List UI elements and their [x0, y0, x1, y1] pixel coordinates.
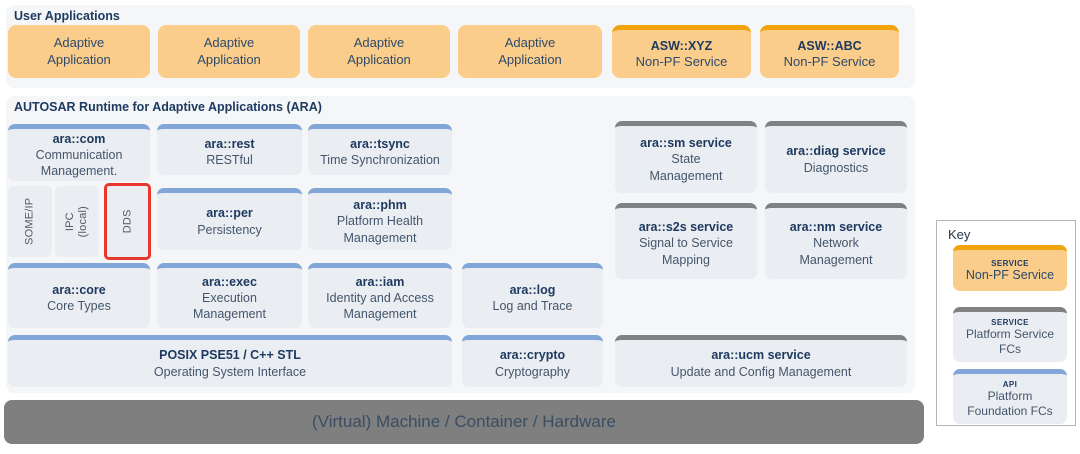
- block-ara-log: ara::log Log and Trace: [462, 263, 603, 328]
- transport-box-someip: SOME/IP: [8, 186, 52, 257]
- block-subtitle: Core Types: [47, 299, 111, 313]
- block-ara-diag-service: ara::diag service Diagnostics: [765, 121, 907, 193]
- block-subtitle: Time Synchronization: [320, 153, 440, 167]
- adaptive-application-label: Adaptive Application: [47, 34, 111, 67]
- adaptive-application-box: Adaptive Application: [308, 25, 450, 78]
- adaptive-application-label: Adaptive Application: [347, 34, 411, 67]
- block-ara-crypto: ara::crypto Cryptography: [462, 335, 603, 387]
- block-ara-com: ara::com Communication Management.: [8, 124, 150, 181]
- block-ara-phm: ara::phm Platform Health Management: [308, 188, 452, 250]
- block-title: ara::iam: [355, 274, 405, 289]
- asw-xyz-non-pf-service-box: ASW::XYZ Non-PF Service: [612, 25, 751, 78]
- asw-service-subtitle: Non-PF Service: [635, 54, 728, 69]
- block-ara-sm-service: ara::sm service State Management: [615, 121, 757, 193]
- block-ara-nm-service: ara::nm service Network Management: [765, 203, 907, 279]
- block-title: ara::tsync: [350, 136, 410, 151]
- block-subtitle: Signal to Service Mapping: [639, 236, 733, 267]
- key-title: Key: [948, 227, 971, 242]
- key-item-label: Platform Foundation FCs: [967, 389, 1053, 418]
- transport-box-ipc-local: IPC (local): [55, 186, 99, 257]
- block-subtitle: Persistency: [197, 222, 262, 237]
- key-item-tag: API: [1002, 380, 1018, 390]
- asw-service-title: ASW::XYZ: [650, 38, 713, 53]
- key-item-tag: SERVICE: [991, 258, 1029, 268]
- block-title: ara::sm service: [640, 136, 732, 151]
- block-title: ara::rest: [204, 136, 255, 151]
- block-subtitle: Platform Health Management: [336, 214, 424, 245]
- adaptive-application-box: Adaptive Application: [8, 25, 150, 78]
- adaptive-application-label: Adaptive Application: [197, 34, 261, 67]
- block-subtitle: Cryptography: [494, 364, 571, 379]
- block-title: ara::core: [52, 282, 106, 297]
- block-posix-os-interface: POSIX PSE51 / C++ STL Operating System I…: [8, 335, 452, 387]
- block-ara-rest: ara::rest RESTful: [157, 124, 302, 175]
- block-subtitle: RESTful: [206, 153, 253, 167]
- transport-label: DDS: [121, 209, 134, 234]
- block-title: ara::phm: [353, 198, 407, 213]
- block-subtitle: Diagnostics: [803, 160, 869, 175]
- transport-label: IPC (local): [64, 205, 89, 238]
- block-title: ara::nm service: [789, 220, 883, 235]
- transport-box-dds-highlighted: DDS: [104, 183, 151, 260]
- key-item-tag: SERVICE: [991, 318, 1029, 328]
- transport-label: SOME/IP: [23, 197, 36, 246]
- block-subtitle: Operating System Interface: [153, 364, 307, 379]
- infrastructure-bar: (Virtual) Machine / Container / Hardware: [4, 400, 924, 444]
- block-title: ara::diag service: [786, 144, 886, 159]
- asw-service-subtitle: Non-PF Service: [783, 54, 876, 69]
- block-title: ara::per: [206, 206, 253, 221]
- block-subtitle: Execution Management: [193, 290, 266, 322]
- adaptive-application-box: Adaptive Application: [158, 25, 300, 78]
- key-item-label: Non-PF Service: [965, 267, 1055, 282]
- key-item-label: Platform Service FCs: [965, 327, 1055, 356]
- block-title: ara::log: [509, 282, 556, 297]
- asw-abc-non-pf-service-box: ASW::ABC Non-PF Service: [760, 25, 899, 78]
- block-ara-iam: ara::iam Identity and Access Management: [308, 263, 452, 328]
- ara-runtime-header: AUTOSAR Runtime for Adaptive Application…: [14, 100, 322, 114]
- block-ara-exec: ara::exec Execution Management: [157, 263, 302, 328]
- block-title: ara::ucm service: [711, 348, 811, 363]
- block-ara-s2s-service: ara::s2s service Signal to Service Mappi…: [615, 203, 757, 279]
- asw-service-title: ASW::ABC: [797, 38, 862, 53]
- infrastructure-label: (Virtual) Machine / Container / Hardware: [312, 412, 616, 431]
- block-title: ara::exec: [202, 274, 257, 289]
- key-item-platform-service-fcs: SERVICE Platform Service FCs: [953, 307, 1067, 362]
- block-ara-per: ara::per Persistency: [157, 188, 302, 250]
- block-subtitle: Update and Config Management: [670, 364, 852, 379]
- block-title: ara::com: [52, 131, 106, 146]
- key-legend: Key SERVICE Non-PF Service SERVICE Platf…: [936, 220, 1076, 426]
- block-title: ara::s2s service: [638, 220, 734, 235]
- adaptive-application-box: Adaptive Application: [458, 25, 602, 78]
- user-applications-header: User Applications: [14, 9, 120, 23]
- block-subtitle: Identity and Access Management: [326, 290, 434, 322]
- key-item-non-pf-service: SERVICE Non-PF Service: [953, 245, 1067, 291]
- adaptive-application-label: Adaptive Application: [498, 34, 562, 67]
- key-item-platform-foundation-fcs: API Platform Foundation FCs: [953, 369, 1067, 424]
- block-subtitle: Log and Trace: [492, 299, 573, 313]
- block-ara-tsync: ara::tsync Time Synchronization: [308, 124, 452, 175]
- block-ara-ucm-service: ara::ucm service Update and Config Manag…: [615, 335, 907, 387]
- block-subtitle: State Management: [649, 152, 723, 183]
- block-ara-core: ara::core Core Types: [8, 263, 150, 328]
- block-title: ara::crypto: [499, 348, 566, 363]
- block-subtitle: Network Management: [799, 236, 873, 267]
- block-title: POSIX PSE51 / C++ STL: [159, 348, 301, 363]
- block-subtitle: Communication Management.: [35, 147, 123, 179]
